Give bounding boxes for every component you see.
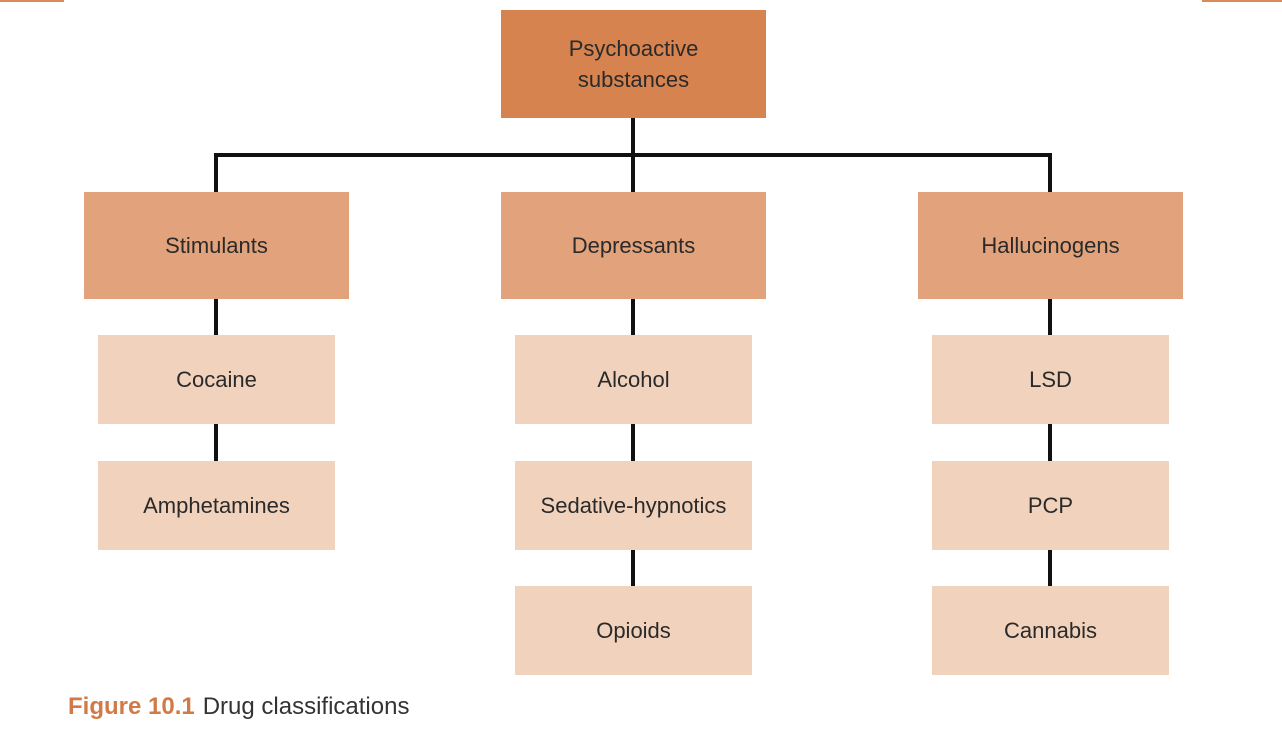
item-label: Alcohol [597, 367, 670, 392]
item-node-cannabis: Cannabis [932, 586, 1169, 675]
item-label: Cocaine [176, 367, 257, 392]
item-node-lsd: LSD [932, 335, 1169, 424]
item-node-pcp: PCP [932, 461, 1169, 550]
top-right-rule [1202, 0, 1282, 2]
root-node-label: Psychoactive substances [568, 36, 699, 92]
figure-number: Figure 10.1 [68, 693, 195, 720]
category-node-hallucinogens: Hallucinogens [918, 192, 1183, 299]
item-node-sedative-hypnotics: Sedative-hypnotics [515, 461, 752, 550]
category-label: Stimulants [165, 233, 268, 258]
root-node-psychoactive-substances: Psychoactive substances [501, 10, 766, 118]
category-label: Depressants [571, 233, 696, 258]
item-label: PCP [1027, 493, 1074, 518]
figure-caption: Figure 10.1 Drug classifications [68, 693, 409, 721]
item-label: Opioids [596, 618, 671, 643]
category-node-stimulants: Stimulants [84, 192, 349, 299]
item-node-opioids: Opioids [515, 586, 752, 675]
item-node-cocaine: Cocaine [98, 335, 335, 424]
item-label: Amphetamines [143, 493, 290, 518]
item-node-alcohol: Alcohol [515, 335, 752, 424]
top-left-rule [0, 0, 64, 2]
figure-title: Drug classifications [202, 693, 410, 720]
item-label: LSD [1029, 367, 1072, 392]
category-label: Hallucinogens [981, 233, 1120, 258]
item-node-amphetamines: Amphetamines [98, 461, 335, 550]
item-label: Cannabis [1004, 618, 1097, 643]
item-label: Sedative-hypnotics [540, 493, 727, 518]
category-node-depressants: Depressants [501, 192, 766, 299]
